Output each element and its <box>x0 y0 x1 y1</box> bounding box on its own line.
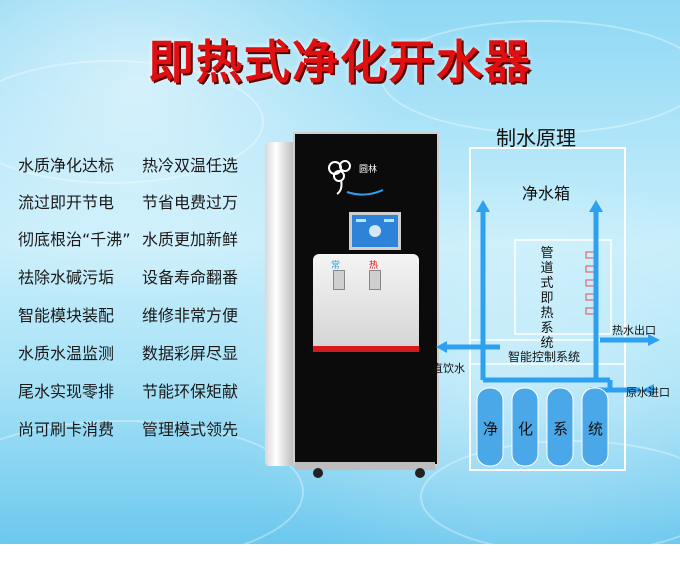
feature-left-5: 智能模块装配 <box>18 306 115 325</box>
feature-left-3: 彻底根治“千沸” <box>18 230 131 249</box>
filter-label-1: 净 <box>483 420 499 438</box>
feature-right-1: 热冷双温任选 <box>142 156 239 175</box>
wheel-icon <box>415 468 425 478</box>
direct-water-label: 直饮水 <box>432 362 465 375</box>
cold-tap-label: 常 <box>331 261 341 271</box>
machine-side-panel <box>265 142 293 466</box>
feature-right-5: 维修非常方便 <box>142 306 239 325</box>
feature-left-1: 水质净化达标 <box>18 156 115 175</box>
feature-right-6: 数据彩屏尽显 <box>142 344 239 363</box>
filter-tanks <box>476 387 609 467</box>
water-process-diagram <box>436 147 660 471</box>
feature-right-7: 节能环保矩献 <box>142 382 239 401</box>
tap-panel: 常 热 <box>313 254 419 346</box>
feature-left-2: 流过即开节电 <box>18 193 115 212</box>
tank-label: 净水箱 <box>522 184 571 203</box>
filter-label-4: 统 <box>588 420 604 438</box>
hot-tap-label: 热 <box>369 261 379 271</box>
filter-label-2: 化 <box>518 420 534 438</box>
feature-right-4: 设备寿命翻番 <box>142 268 239 287</box>
arrow-heads <box>436 200 660 396</box>
water-dispenser-machine: 圆林 常 热 <box>265 132 439 478</box>
drip-tray-strip <box>313 346 419 352</box>
hot-water-tap[interactable] <box>369 270 381 290</box>
hot-outlet-label: 热水出口 <box>612 324 656 337</box>
feature-right-3: 水质更加新鲜 <box>142 230 239 249</box>
control-system-box <box>469 339 626 365</box>
page-title: 即热式净化开水器 <box>148 35 532 89</box>
heater-box <box>514 239 612 335</box>
feature-left-8: 尚可刷卡消费 <box>18 420 115 439</box>
wheel-icon <box>313 468 323 478</box>
logo-text: 圆林 <box>359 163 377 175</box>
feature-right-2: 节省电费过万 <box>142 193 239 212</box>
brand-logo: 圆林 <box>325 158 385 198</box>
diagram-title: 制水原理 <box>496 126 576 150</box>
heater-coils <box>585 251 595 315</box>
heater-label: 管道式即热系统 <box>540 246 554 351</box>
filter-label-3: 系 <box>553 420 569 438</box>
touch-screen[interactable] <box>349 212 401 250</box>
feature-left-6: 水质水温监测 <box>18 344 115 363</box>
feature-left-7: 尾水实现零排 <box>18 382 115 401</box>
control-label: 智能控制系统 <box>508 350 581 364</box>
feature-left-4: 祛除水碱污垢 <box>18 268 115 287</box>
cold-water-tap[interactable] <box>333 270 345 290</box>
raw-inlet-label: 原水进口 <box>626 386 670 399</box>
clean-tank-frame <box>469 147 626 471</box>
machine-base <box>295 462 435 470</box>
feature-right-8: 管理模式领先 <box>142 420 239 439</box>
